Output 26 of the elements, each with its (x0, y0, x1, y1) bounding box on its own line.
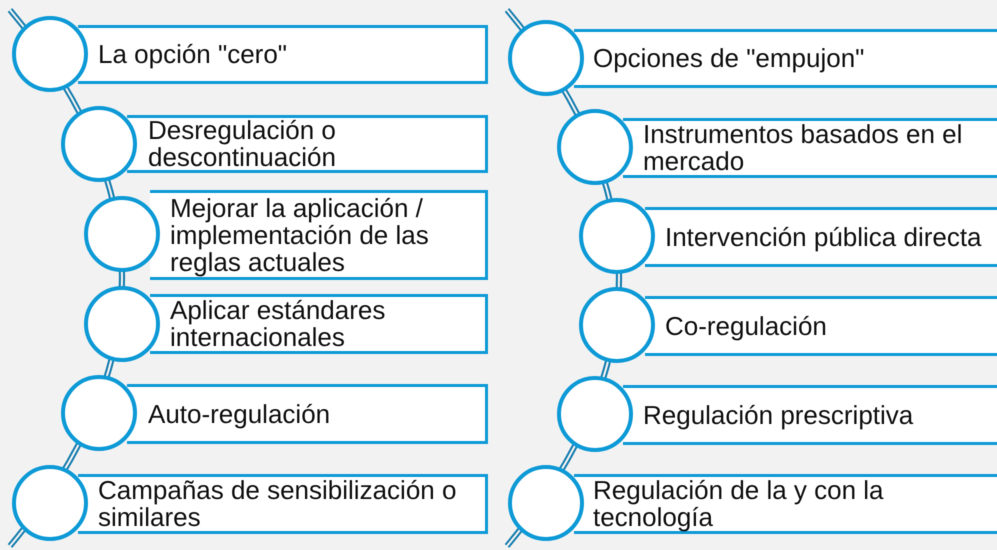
list-text: Mejorar la aplicación / implementación de las reglas actuales (170, 194, 430, 276)
list-box (645, 207, 997, 267)
list-box (574, 29, 997, 88)
empty-circle (508, 465, 584, 541)
list-text: Opciones de "empujon" (593, 45, 864, 72)
list-box (127, 115, 488, 173)
list-box (150, 190, 488, 280)
list-box (78, 25, 488, 84)
list-box (574, 474, 997, 534)
empty-circle (12, 465, 88, 541)
list-box (78, 474, 488, 534)
list-text: Regulación de la y con la tecnología (593, 477, 885, 531)
list-text: La opción "cero" (98, 41, 288, 68)
list-text: Auto-regulación (148, 400, 330, 428)
list-text: Campañas de sensibilización o similares (98, 477, 458, 531)
list-box (623, 385, 997, 445)
list-box (127, 384, 488, 444)
list-box (645, 296, 997, 356)
list-text: Desregulación o descontinuación (148, 117, 337, 171)
list-text: Instrumentos basados en el mercado (643, 121, 964, 175)
list-text: Regulación prescriptiva (643, 402, 914, 428)
list-box (150, 294, 488, 354)
list-text: Co-regulación (665, 312, 827, 340)
list-text: Aplicar estándares internacionales (170, 297, 386, 351)
list-text: Intervención pública directa (665, 224, 982, 250)
list-box (623, 118, 997, 178)
